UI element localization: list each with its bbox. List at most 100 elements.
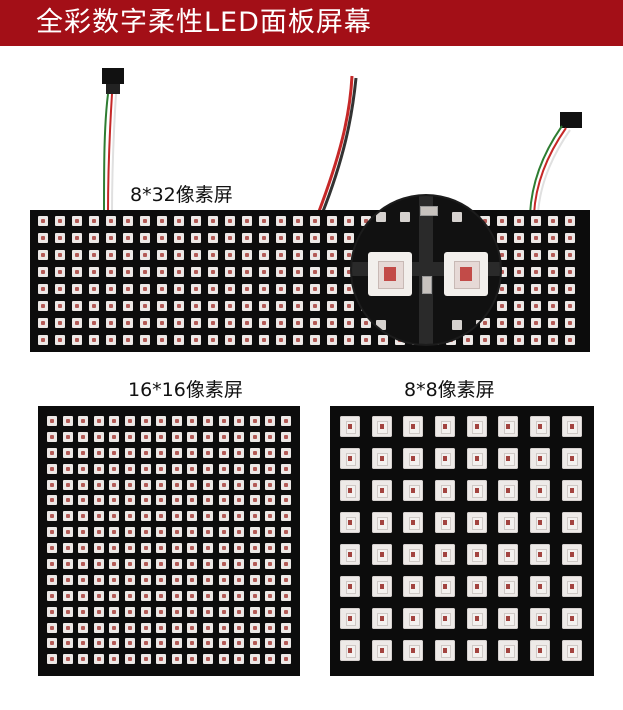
led-pixel <box>259 301 269 311</box>
led-pixel <box>208 267 218 277</box>
led-pixel <box>157 233 167 243</box>
led-pixel <box>265 559 276 570</box>
panel-8x32 <box>30 210 590 352</box>
led-pixel <box>371 512 392 533</box>
led-pixel <box>47 543 57 554</box>
led-pixel <box>276 216 286 226</box>
led-pixel <box>249 463 260 474</box>
led-pixel <box>280 559 291 570</box>
led-pixel <box>191 250 201 260</box>
led-pixel <box>47 622 57 633</box>
led-pixel <box>124 654 135 665</box>
led-pixel <box>171 447 182 458</box>
led-pixel <box>340 640 360 661</box>
led-pixel <box>249 431 260 442</box>
led-pixel <box>202 654 213 665</box>
led-pixel <box>62 527 73 538</box>
led-pixel <box>109 527 120 538</box>
led-pixel <box>234 606 245 617</box>
led-pixel <box>403 448 424 469</box>
led-pixel <box>310 301 320 311</box>
led-pixel <box>514 318 524 328</box>
led-pixel <box>208 335 218 345</box>
led-pixel <box>156 559 167 570</box>
led-pixel <box>265 511 276 522</box>
led-pixel <box>218 543 229 554</box>
led-pixel <box>187 447 198 458</box>
led-pixel <box>156 590 167 601</box>
led-pixel <box>124 511 135 522</box>
led-pixel <box>140 463 151 474</box>
led-pixel <box>259 250 269 260</box>
led-pixel <box>435 576 456 597</box>
led-pixel <box>62 559 73 570</box>
led-pixel <box>344 216 354 226</box>
led-pixel <box>171 638 182 649</box>
led-pixel <box>124 431 135 442</box>
led-pixel <box>171 559 182 570</box>
led-pixel <box>234 511 245 522</box>
led-pixel <box>124 463 135 474</box>
led-pixel <box>466 544 487 565</box>
led-pixel <box>293 216 303 226</box>
led-pixel <box>265 606 276 617</box>
led-pixel <box>371 608 392 629</box>
led-pixel <box>202 543 213 554</box>
led-pixel <box>265 416 276 426</box>
led-pixel <box>202 511 213 522</box>
title-banner: 全彩数字柔性LED面板屏幕 <box>0 0 623 46</box>
led-pixel <box>174 284 184 294</box>
label-16x16: 16*16像素屏 <box>128 379 243 401</box>
led-pixel <box>47 511 57 522</box>
led-pixel <box>191 216 201 226</box>
led-pixel <box>47 606 57 617</box>
led-pixel <box>78 431 89 442</box>
led-pixel <box>171 622 182 633</box>
led-pixel <box>498 544 519 565</box>
led-pixel <box>548 284 558 294</box>
led-pixel <box>249 638 260 649</box>
led-pixel <box>171 495 182 506</box>
led-pixel <box>530 608 551 629</box>
led-pixel <box>265 543 276 554</box>
led-pixel <box>187 527 198 538</box>
led-pixel <box>109 606 120 617</box>
led-pixel <box>514 216 524 226</box>
led-pixel <box>259 335 269 345</box>
led-pixel <box>265 574 276 585</box>
led-pixel <box>280 654 291 665</box>
led-pixel <box>202 622 213 633</box>
led-pixel <box>218 463 229 474</box>
led-pixel <box>310 318 320 328</box>
led-pixel <box>371 448 392 469</box>
led-pixel <box>280 495 291 506</box>
led-pixel <box>280 511 291 522</box>
led-pixel <box>123 318 133 328</box>
led-pixel <box>78 416 89 426</box>
led-pixel <box>93 590 104 601</box>
led-pixel <box>78 559 89 570</box>
led-pixel <box>498 416 519 437</box>
led-pixel <box>62 416 73 426</box>
led-pixel <box>466 640 487 661</box>
led-pixel <box>38 216 48 226</box>
led-pixel <box>208 301 218 311</box>
led-pixel <box>187 431 198 442</box>
led-pixel <box>361 335 371 345</box>
led-pixel <box>156 495 167 506</box>
led-pixel <box>498 608 519 629</box>
led-pixel <box>124 606 135 617</box>
led-pixel <box>234 638 245 649</box>
led-pixel <box>78 590 89 601</box>
led-pixel <box>55 318 65 328</box>
led-pixel <box>140 574 151 585</box>
led-pixel <box>187 559 198 570</box>
led-pixel <box>344 284 354 294</box>
led-pixel <box>225 318 235 328</box>
led-pixel <box>156 654 167 665</box>
led-pixel <box>548 250 558 260</box>
led-pixel <box>280 463 291 474</box>
led-pixel <box>72 301 82 311</box>
led-pixel <box>171 574 182 585</box>
led-pixel <box>466 576 487 597</box>
